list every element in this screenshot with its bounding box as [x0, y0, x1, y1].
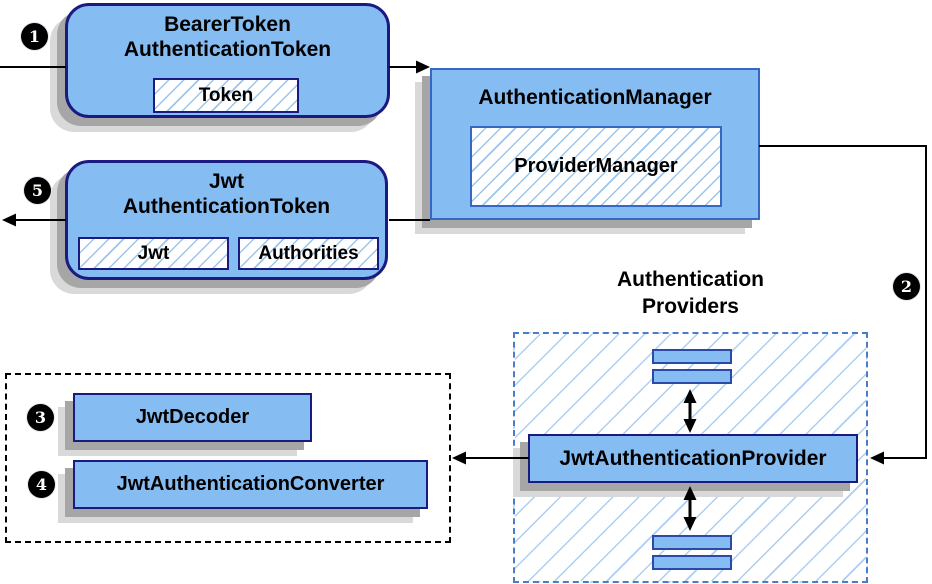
authentication-manager-node: AuthenticationManager ProviderManager — [430, 68, 760, 220]
token-field: Token — [153, 78, 299, 113]
authentication-manager-title: AuthenticationManager — [478, 86, 712, 109]
jwt-authentication-converter-node: JwtAuthenticationConverter — [73, 460, 428, 509]
provider-stack-rect-top-2 — [652, 369, 732, 384]
provider-manager-box: ProviderManager — [470, 126, 722, 207]
step-4-badge: 4 — [28, 471, 55, 498]
authentication-providers-title: Authentication Providers — [513, 266, 868, 320]
authentication-providers-title-line2: Providers — [642, 295, 739, 318]
jwt-field: Jwt — [78, 237, 229, 270]
step-5-badge: 5 — [24, 177, 51, 204]
bearer-token-title-line2: AuthenticationToken — [123, 38, 332, 61]
arrowhead-into-provider-icon — [870, 451, 884, 465]
arrowhead-out-left-icon — [2, 213, 16, 227]
bearer-token-authentication-token-node: BearerToken AuthenticationToken Token — [65, 3, 390, 118]
provider-stack-rect-top-1 — [652, 349, 732, 364]
jwt-token-title-line2: AuthenticationToken — [122, 195, 331, 218]
step-2-badge: 2 — [893, 273, 920, 300]
jwt-decoder-node: JwtDecoder — [73, 393, 312, 442]
step-1-badge: 1 — [21, 23, 48, 50]
bearer-token-title-line1: BearerToken — [164, 13, 291, 36]
jwt-authentication-token-node: Jwt AuthenticationToken Jwt Authorities — [65, 160, 388, 280]
arrowhead-into-manager-icon — [416, 60, 430, 74]
authentication-providers-title-line1: Authentication — [617, 268, 764, 291]
jwt-token-title-line1: Jwt — [208, 170, 244, 193]
provider-stack-rect-bottom-2 — [652, 555, 732, 570]
provider-stack-rect-bottom-1 — [652, 535, 732, 550]
jwt-authentication-provider-node: JwtAuthenticationProvider — [528, 434, 858, 483]
arrowhead-into-decoder-group-icon — [452, 451, 466, 465]
authorities-field: Authorities — [238, 237, 379, 270]
step-3-badge: 3 — [27, 404, 54, 431]
